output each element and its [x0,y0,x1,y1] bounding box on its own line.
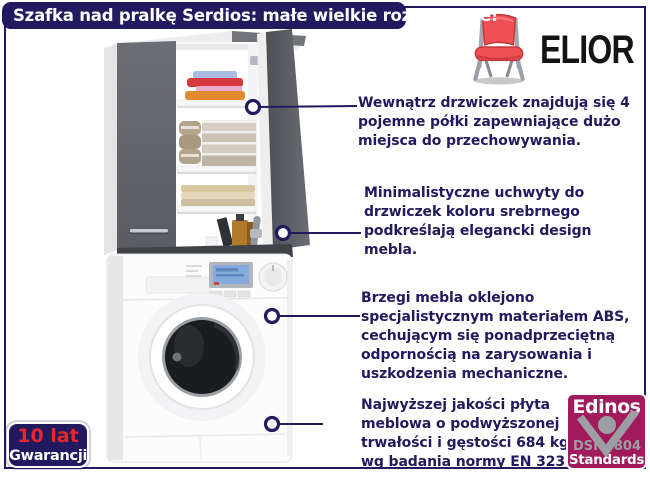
warranty-years: 10 lat [17,425,79,447]
feature-line: pojemne półki zapewniające dużo [358,114,621,130]
feature-line: podkreślają elegancki design [364,223,592,239]
washing-machine [106,253,293,463]
feature-line: cechującym się ponadprzeciętną [361,328,616,344]
door-handle [130,229,168,233]
feature-line: trwałości i gęstości 684 kg/m3 [361,435,599,451]
page-title: Szafka nad pralkę Serdios: małe wielkie … [13,6,499,25]
towels-colorful [185,71,245,100]
washer-door [138,293,266,421]
chair-icon [468,11,530,89]
warranty-label: Gwarancji [9,448,88,464]
feature-line: Brzegi mebla oklejono [361,290,535,306]
brand-name: ELIOR [540,27,635,72]
feature-line: Minimalistyczne uchwyty do [364,185,585,201]
edinos-804: 804 [613,439,641,454]
edinos-brand: Edinos [572,396,641,418]
cabinet-shelves [176,99,257,214]
feature-note-shelves: Wewnątrz drzwiczek znajdują się 4 pojemn… [358,94,630,151]
washer-knob [258,262,288,292]
checkmark-icon [576,411,640,458]
feature-line: drzwiczek koloru srebrnego [364,204,580,220]
feature-line: Najwyższej jakości płyta [361,397,551,413]
title-banner: Szafka nad pralkę Serdios: małe wielkie … [2,2,498,29]
elior-logo: ELIOR [468,12,638,88]
cabinet-open-door [257,29,310,252]
detergent-drawer [145,276,211,294]
hinge-bottom [250,229,262,238]
feature-note-abs-edges: Brzegi mebla oklejono specjalistycznym m… [361,289,629,384]
feature-line: miejsca do przechowywania. [358,133,581,149]
towels-beige [179,120,256,166]
feature-line: wg badania normy EN 323. [361,454,571,470]
edinos-dsi: DSI [573,439,598,454]
feature-line: odpornością na zarysowania i [361,347,592,363]
feature-line: specjalistycznym materiałem ABS, [361,309,630,325]
feature-line: meblowa o podwyższonej [361,416,560,432]
cabinet-left-door [117,41,176,251]
cabinet [104,29,310,257]
washer-display [209,262,253,288]
feature-line: Wewnątrz drzwiczek znajdują się 4 [358,95,630,111]
feature-line: mebla. [364,242,418,258]
feature-line: uszkodzenia mechaniczne. [361,366,569,382]
edinos-standards: Standards [568,452,645,468]
towels-flat [181,185,255,206]
warranty-badge: 10 lat Gwarancji [7,422,89,468]
feature-note-board-quality: Najwyższej jakości płyta meblowa o podwy… [361,396,598,472]
edinos-badge: Edinos DSI 804 Standards [566,393,647,470]
feature-note-handles: Minimalistyczne uchwyty do drzwiczek kol… [364,184,592,260]
